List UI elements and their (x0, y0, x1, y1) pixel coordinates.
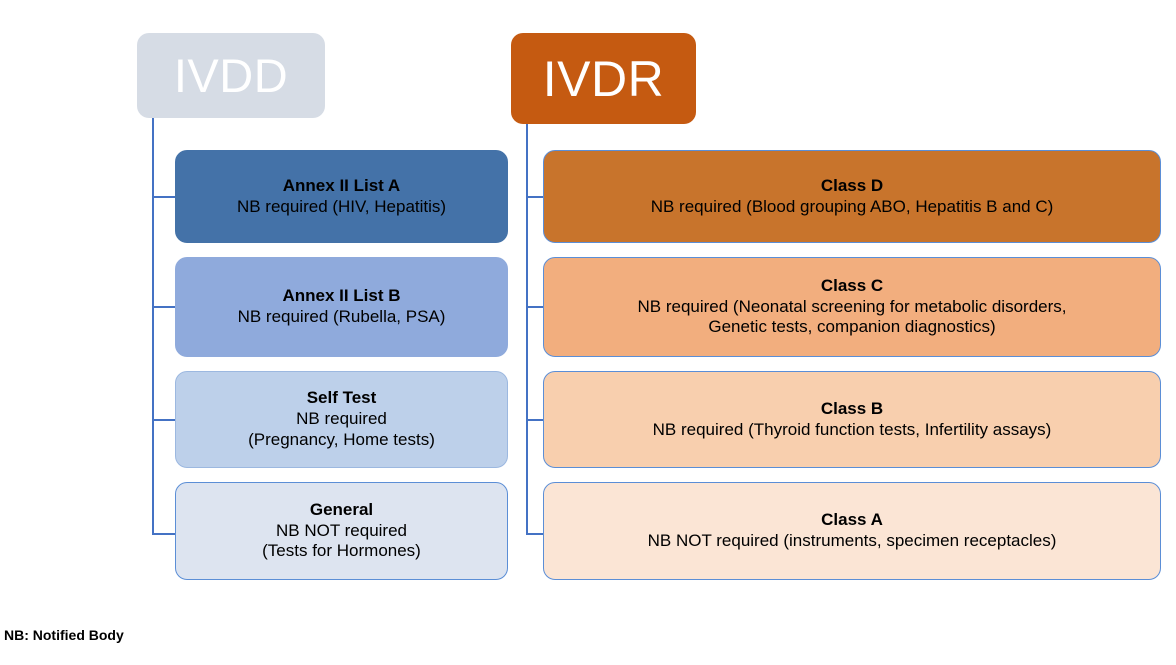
box-desc-line: NB required (296, 409, 387, 429)
box-title: General (309, 499, 374, 519)
connector-stub-ivdd-3 (152, 533, 176, 535)
box-title: Annex II List B (282, 286, 401, 306)
ivdr-box-class-a[interactable]: Class A NB NOT required (instruments, sp… (543, 482, 1161, 580)
ivdd-box-self-test[interactable]: Self Test NB required (Pregnancy, Home t… (175, 371, 508, 468)
ivdr-box-class-b[interactable]: Class B NB required (Thyroid function te… (543, 371, 1161, 468)
box-desc-line: (Tests for Hormones) (262, 541, 421, 561)
box-title: Class C (820, 275, 884, 295)
box-title: Self Test (306, 388, 377, 408)
connector-stub-ivdr-3 (526, 533, 544, 535)
column-header-ivdr: IVDR (511, 33, 696, 124)
connector-stub-ivdd-2 (152, 419, 176, 421)
ivdd-box-general[interactable]: General NB NOT required (Tests for Hormo… (175, 482, 508, 580)
box-desc-line: NB NOT required (275, 520, 407, 540)
box-title: Class B (820, 398, 884, 418)
ivdr-box-class-c[interactable]: Class C NB required (Neonatal screening … (543, 257, 1161, 357)
ivdd-box-annex-ii-list-a[interactable]: Annex II List A NB required (HIV, Hepati… (175, 150, 508, 243)
connector-trunk-ivdd (152, 118, 154, 535)
ivdr-box-class-d[interactable]: Class D NB required (Blood grouping ABO,… (543, 150, 1161, 243)
connector-stub-ivdd-1 (152, 306, 176, 308)
connector-stub-ivdr-2 (526, 419, 544, 421)
box-desc-line: NB required (Neonatal screening for meta… (637, 296, 1067, 316)
footnote-legend: NB: Notified Body (4, 627, 124, 643)
box-desc-line: NB required (Thyroid function tests, Inf… (652, 419, 1052, 439)
ivdd-box-annex-ii-list-b[interactable]: Annex II List B NB required (Rubella, PS… (175, 257, 508, 357)
box-desc-line: NB NOT required (instruments, specimen r… (647, 531, 1057, 550)
column-header-ivdd: IVDD (137, 33, 325, 118)
box-desc-line: NB required (Blood grouping ABO, Hepatit… (650, 196, 1054, 216)
box-desc-line: Genetic tests, companion diagnostics) (708, 317, 996, 337)
box-desc-line: (Pregnancy, Home tests) (248, 429, 435, 449)
connector-stub-ivdd-0 (152, 196, 176, 198)
box-desc-line: NB required (Rubella, PSA) (237, 307, 446, 326)
connector-trunk-ivdr (526, 124, 528, 535)
box-title: Class D (820, 175, 884, 195)
box-desc-line: NB required (HIV, Hepatitis) (236, 196, 447, 216)
connector-stub-ivdr-0 (526, 196, 544, 198)
box-title: Annex II List A (282, 175, 401, 195)
connector-stub-ivdr-1 (526, 306, 544, 308)
box-title: Class A (821, 510, 883, 530)
